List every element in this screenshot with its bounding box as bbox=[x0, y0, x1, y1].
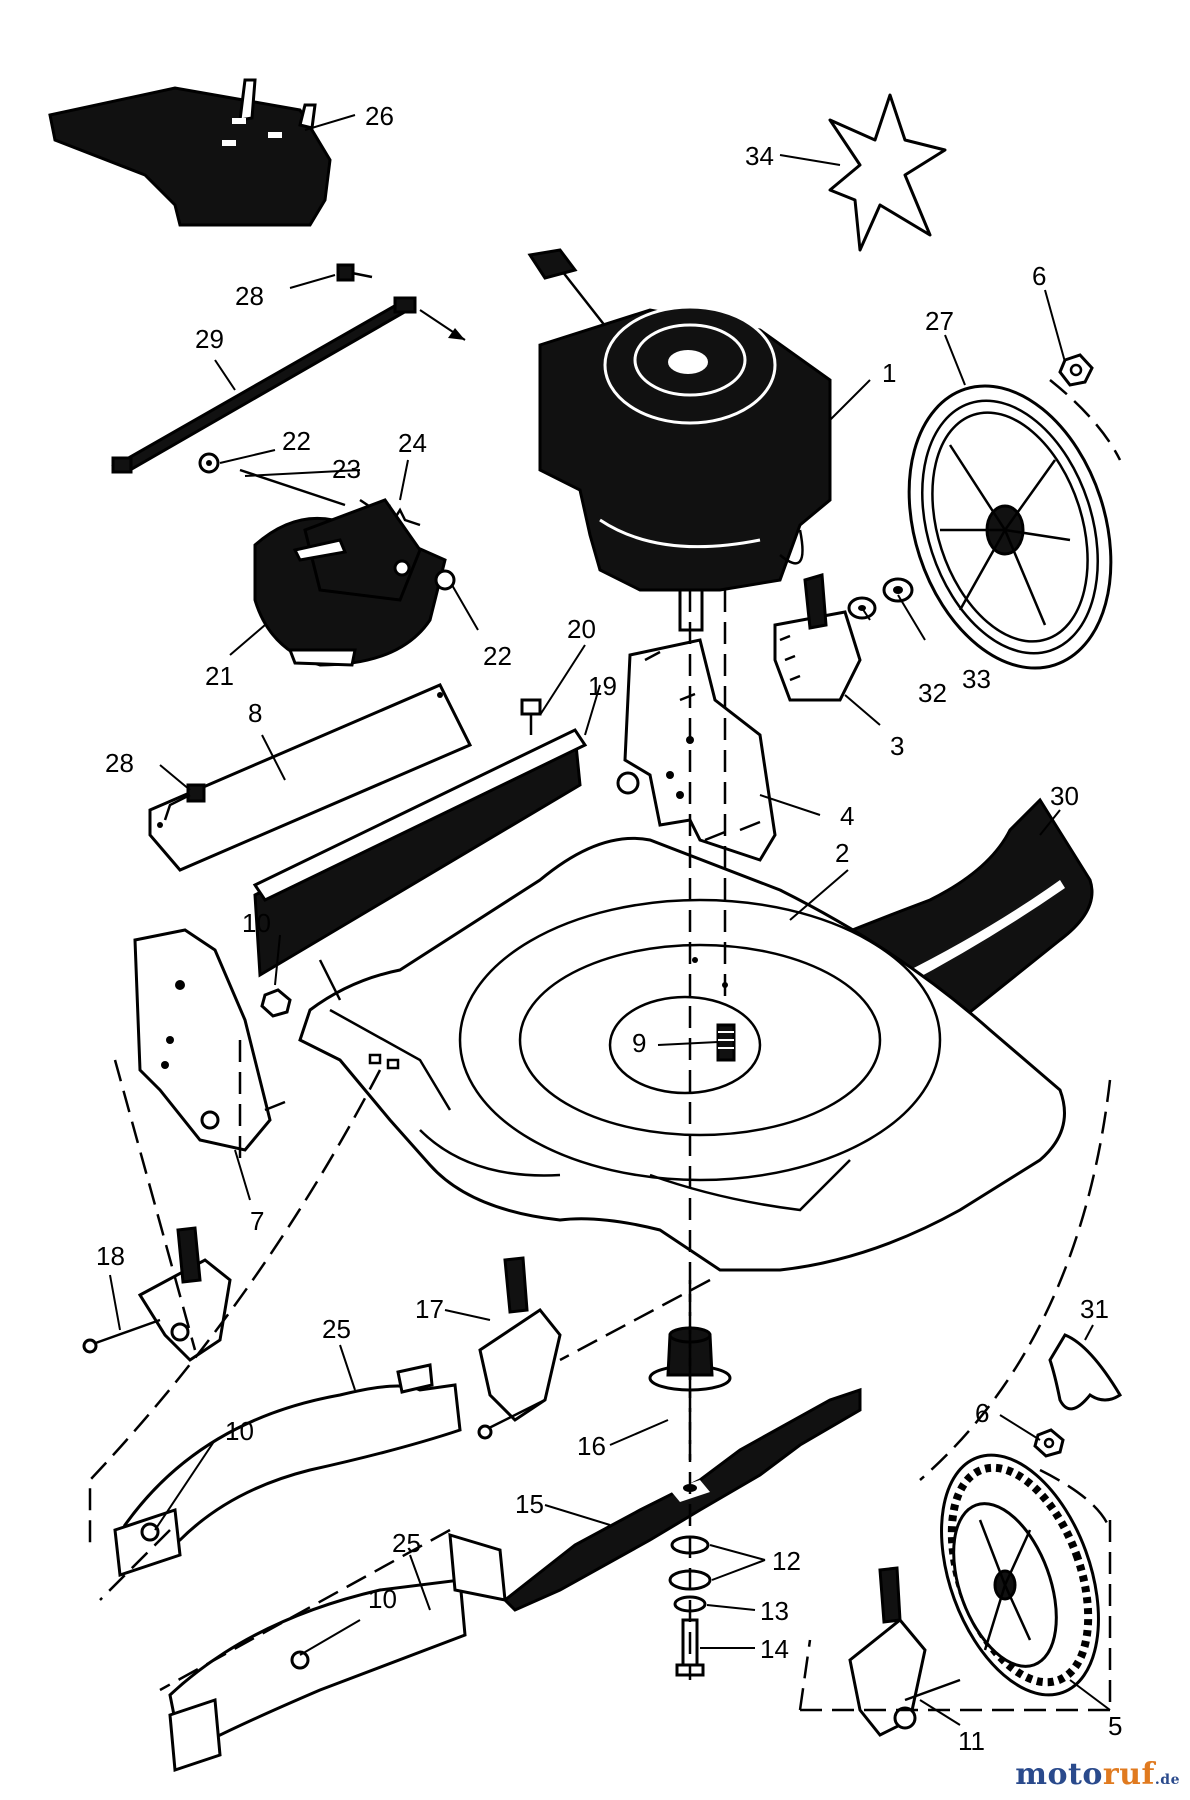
callout-32: 32 bbox=[918, 678, 947, 708]
callout-21: 21 bbox=[205, 661, 234, 691]
callout-11: 11 bbox=[958, 1726, 985, 1756]
callout-34: 34 bbox=[745, 141, 774, 171]
callout-4: 4 bbox=[840, 801, 854, 831]
part-31-knob bbox=[1048, 1333, 1123, 1411]
callout-3: 3 bbox=[890, 731, 904, 761]
callout-9: 9 bbox=[632, 1028, 646, 1058]
callout-5: 5 bbox=[1108, 1711, 1122, 1741]
part-26-grass-deflector bbox=[48, 78, 332, 227]
callout-10-c: 10 bbox=[368, 1584, 397, 1614]
part-6-nut-lower bbox=[1033, 1428, 1065, 1458]
callout-29: 29 bbox=[195, 324, 224, 354]
part-29-height-rod bbox=[111, 296, 466, 474]
part-5-front-wheel bbox=[940, 1453, 1100, 1697]
callout-12: 12 bbox=[772, 1546, 801, 1576]
callout-6-top: 6 bbox=[1032, 261, 1046, 291]
part-28-bolt-top bbox=[336, 263, 373, 282]
part-11-front-adjuster bbox=[848, 1566, 961, 1737]
part-17-axle-adjuster bbox=[477, 1256, 562, 1440]
part-8-rear-plate bbox=[148, 683, 473, 872]
part-20-bolt bbox=[520, 698, 542, 735]
watermark-logo: motoruf.de bbox=[1015, 1757, 1180, 1792]
part-21-rear-door bbox=[253, 498, 456, 667]
callout-6-bottom: 6 bbox=[975, 1398, 989, 1428]
callout-30: 30 bbox=[1050, 781, 1079, 811]
callout-10-a: 10 bbox=[242, 908, 271, 938]
part-33-washer bbox=[882, 577, 914, 603]
callout-31: 31 bbox=[1080, 1294, 1109, 1324]
callout-2: 2 bbox=[835, 838, 849, 868]
callout-22-right: 22 bbox=[483, 641, 512, 671]
leader-lines bbox=[109, 114, 1111, 1726]
callout-28-left: 28 bbox=[105, 748, 134, 778]
callout-28-top: 28 bbox=[235, 281, 264, 311]
part-10-nut-upper bbox=[260, 988, 292, 1018]
callout-10-b: 10 bbox=[225, 1416, 254, 1446]
part-27-rear-wheel bbox=[907, 384, 1113, 670]
callout-27: 27 bbox=[925, 306, 954, 336]
callout-22-top: 22 bbox=[282, 426, 311, 456]
callout-20: 20 bbox=[567, 614, 596, 644]
callout-25-b: 25 bbox=[392, 1528, 421, 1558]
part-4-nut bbox=[616, 771, 640, 795]
callout-16: 16 bbox=[577, 1431, 606, 1461]
part-9-bolt bbox=[716, 1023, 736, 1062]
part-19-angle-bar bbox=[252, 728, 588, 978]
callout-26: 26 bbox=[365, 101, 394, 131]
watermark-suffix: .de bbox=[1154, 1772, 1180, 1788]
callout-15: 15 bbox=[515, 1489, 544, 1519]
callout-labels: 1 2 3 4 5 6 6 7 8 9 10 10 10 10 11 12 13… bbox=[96, 101, 1122, 1756]
part-28-bolt-left bbox=[163, 783, 206, 821]
part-1-engine bbox=[527, 248, 832, 632]
callout-18: 18 bbox=[96, 1241, 125, 1271]
callout-14: 14 bbox=[760, 1634, 789, 1664]
callout-25-a: 25 bbox=[322, 1314, 351, 1344]
assembly-lines bbox=[88, 379, 1122, 1712]
callout-17: 17 bbox=[415, 1294, 444, 1324]
part-4-height-bracket-right bbox=[623, 638, 777, 862]
part-25-side-skirt-lower bbox=[168, 1532, 507, 1773]
callout-23: 23 bbox=[332, 454, 361, 484]
callout-19: 19 bbox=[588, 671, 617, 701]
part-22-nut-left bbox=[198, 452, 220, 474]
part-7-height-bracket-left bbox=[133, 928, 286, 1152]
part-2-mower-deck bbox=[298, 836, 1066, 1272]
callout-1: 1 bbox=[882, 358, 896, 388]
part-34-star-bracket bbox=[828, 93, 947, 252]
part-25-side-skirt-upper bbox=[113, 1363, 462, 1578]
watermark-part2: ruf bbox=[1102, 1757, 1155, 1792]
callout-13: 13 bbox=[760, 1596, 789, 1626]
watermark-part1: moto bbox=[1015, 1757, 1103, 1792]
part-3-height-adjuster bbox=[773, 573, 862, 702]
callout-8: 8 bbox=[248, 698, 262, 728]
callout-24: 24 bbox=[398, 428, 427, 458]
callout-33: 33 bbox=[962, 664, 991, 694]
part-6-nut-top bbox=[1058, 353, 1094, 387]
callout-7: 7 bbox=[250, 1206, 264, 1236]
